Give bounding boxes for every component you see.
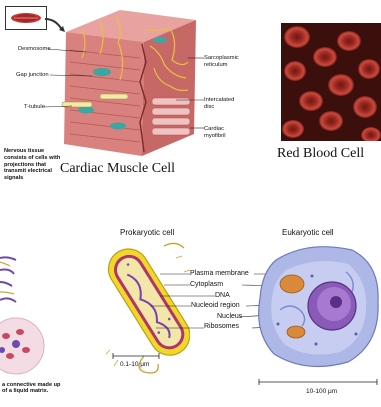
- prokaryote-scale-bar: [112, 352, 160, 360]
- eukaryote-scale-bar: [258, 378, 378, 386]
- prokaryote-scale-label: 0.1-10 μm: [120, 361, 149, 368]
- eukaryote-title: Eukaryotic cell: [282, 228, 334, 237]
- eukaryote-scale-label: 10-100 μm: [306, 388, 337, 395]
- eukaryote-illustration: [256, 240, 381, 372]
